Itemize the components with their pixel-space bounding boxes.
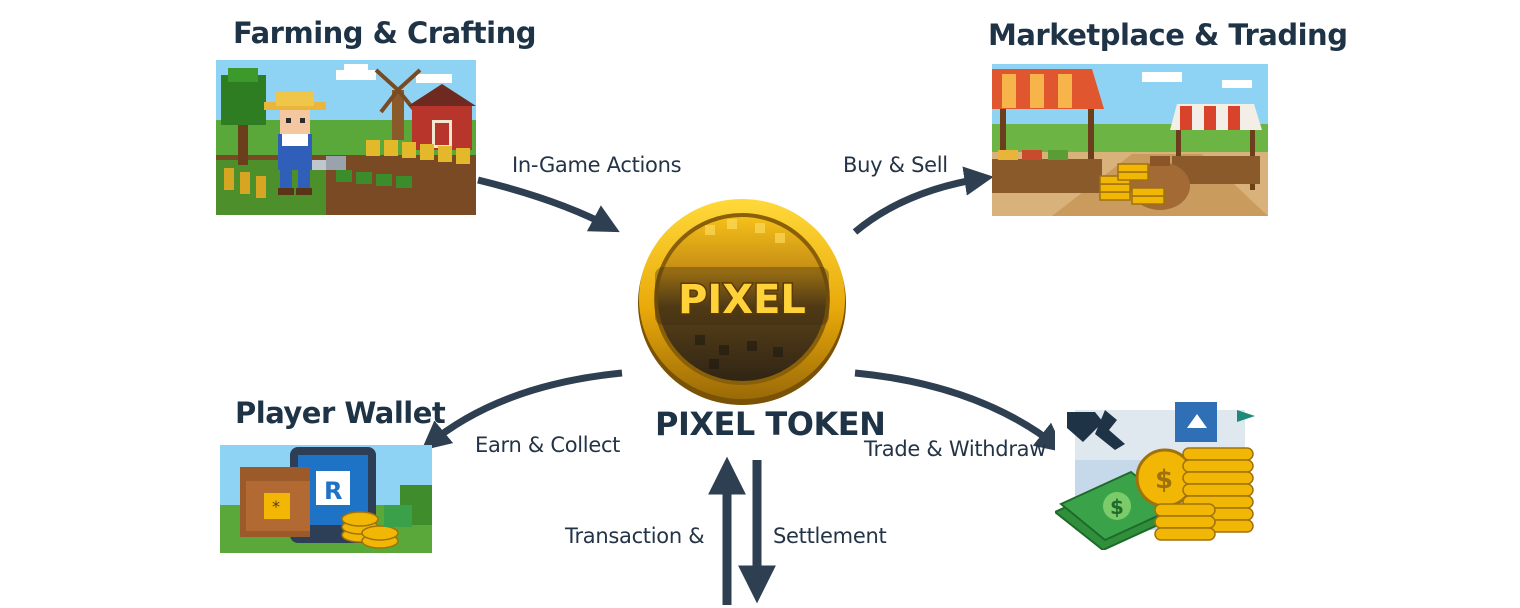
farming-title: Farming & Crafting [233, 16, 537, 50]
marketplace-illustration [992, 64, 1268, 216]
label-in-game-actions: In-Game Actions [512, 153, 682, 177]
wallet-title: Player Wallet [235, 396, 446, 430]
farming-illustration [216, 60, 476, 215]
svg-text:$: $ [1110, 495, 1124, 519]
label-earn-collect: Earn & Collect [475, 433, 621, 457]
arrow-farming-to-token [477, 176, 620, 233]
svg-text:R: R [324, 477, 342, 505]
arrow-token-to-exchange [854, 369, 1065, 453]
wallet-illustration: R * [220, 445, 432, 553]
exchange-illustration: $ $ [1055, 400, 1267, 550]
arrow-token-to-marketplace [852, 166, 994, 235]
svg-text:*: * [272, 497, 280, 516]
label-settlement: Settlement [773, 524, 887, 548]
label-transaction: Transaction & [565, 524, 705, 548]
token-caption: PIXEL TOKEN [655, 405, 886, 443]
arrow-token-to-wallet [421, 369, 623, 451]
label-trade-withdraw: Trade & Withdraw [864, 437, 1047, 461]
coin-text: PIXEL [678, 277, 806, 323]
marketplace-title: Marketplace & Trading [988, 18, 1348, 52]
pixel-coin-icon: PIXEL [638, 199, 846, 405]
svg-text:$: $ [1155, 465, 1173, 495]
label-buy-sell: Buy & Sell [843, 153, 948, 177]
